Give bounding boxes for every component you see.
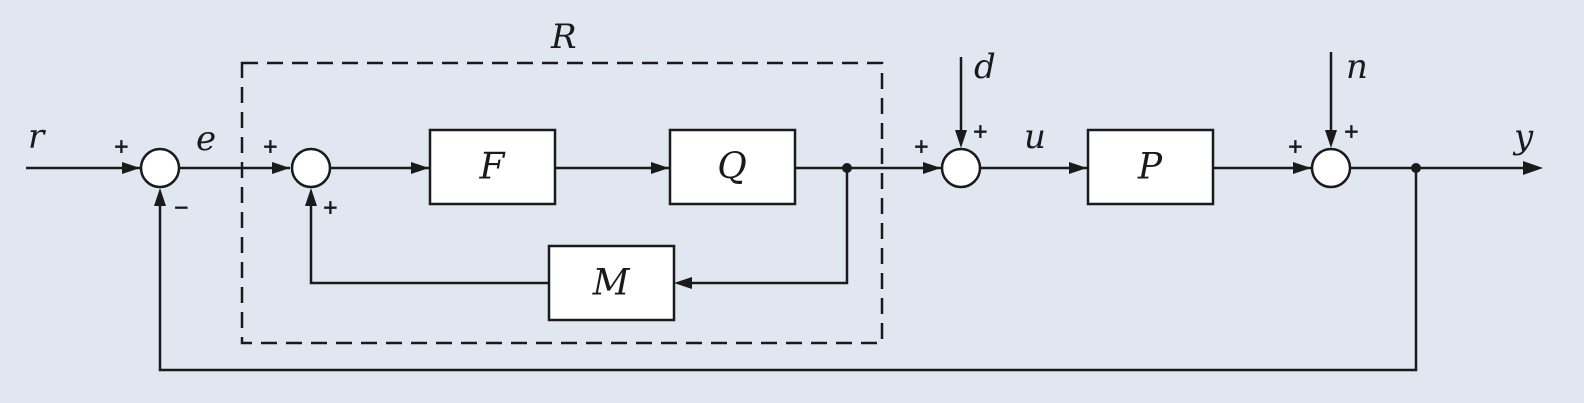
sign-sum4-noise: + — [1343, 119, 1360, 143]
wire-outer-feedback — [158, 168, 1418, 372]
signal-label-u: u — [1024, 117, 1046, 157]
arrowhead-into-P — [1069, 162, 1087, 174]
arrowhead-into-F — [411, 162, 429, 174]
arrowhead-n-into-sum4 — [1325, 130, 1337, 148]
block-P — [1086, 128, 1215, 206]
sign-sum2-input: + — [262, 134, 279, 158]
arrowhead-feedback-into-sum1 — [154, 188, 166, 206]
arrowhead-output-y — [1523, 161, 1543, 175]
branch-point-y-output — [1411, 163, 1421, 173]
sign-sum3-input: + — [913, 134, 930, 158]
signal-label-n: n — [1346, 47, 1368, 87]
arrowhead-into-sum4 — [1293, 162, 1311, 174]
controller-boundary-R — [240, 61, 884, 345]
signal-label-r: r — [28, 117, 46, 157]
summing-junction-1 — [139, 147, 181, 189]
signal-label-e: e — [196, 119, 216, 159]
arrowhead-into-M — [674, 277, 692, 289]
summing-junction-4 — [1310, 147, 1352, 189]
branch-point-Q-output — [842, 163, 852, 173]
signal-label-d: d — [974, 47, 996, 87]
block-M — [547, 244, 676, 322]
block-F-label: F — [479, 147, 507, 188]
label-R: R — [550, 17, 577, 57]
arrowhead-into-Q — [651, 162, 669, 174]
sign-sum1-feedback: − — [173, 195, 190, 219]
arrowhead-into-sum1 — [122, 162, 140, 174]
sign-sum1-input: + — [113, 134, 130, 158]
sign-sum4-input: + — [1287, 134, 1304, 158]
block-P-label: P — [1137, 147, 1163, 188]
block-Q-label: Q — [717, 147, 747, 188]
block-F — [428, 128, 557, 206]
summing-junction-3 — [940, 147, 982, 189]
arrowhead-into-sum2 — [272, 162, 290, 174]
wire-M-to-sum2 — [309, 206, 549, 285]
arrowhead-into-sum3 — [923, 162, 941, 174]
signal-label-y: y — [1512, 117, 1534, 157]
block-M-label: M — [592, 263, 631, 304]
block-Q — [668, 128, 797, 206]
arrowhead-M-into-sum2 — [305, 188, 317, 206]
arrowhead-d-into-sum3 — [955, 130, 967, 148]
wire-Q-out-to-M — [692, 168, 849, 285]
sign-sum2-feedback: + — [322, 195, 339, 219]
summing-junction-2 — [290, 147, 332, 189]
sign-sum3-disturbance: + — [972, 119, 989, 143]
